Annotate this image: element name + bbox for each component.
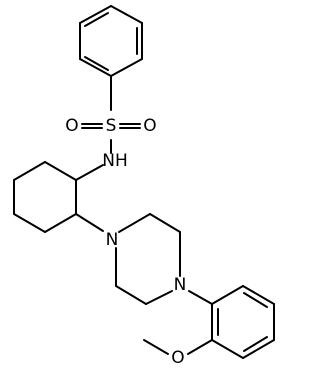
piperazine-n-bottom: N	[174, 275, 187, 295]
piperazine-ring: N N	[106, 213, 187, 305]
methoxy-oxygen: O	[171, 348, 184, 368]
sulfur-atom: S	[106, 116, 117, 136]
methoxyphenyl-group: O	[143, 285, 275, 368]
sulfonyl-group: S O O NH	[65, 75, 157, 171]
chemical-structure: S O O NH N N O	[13, 5, 275, 368]
piperazine-n-top: N	[106, 230, 119, 250]
cyclohexane-ring	[13, 161, 104, 233]
oxygen-atom-right: O	[143, 116, 156, 136]
sulfonamide-nh: NH	[102, 151, 128, 171]
oxygen-atom-left: O	[65, 116, 78, 136]
phenyl-ring	[79, 5, 143, 77]
